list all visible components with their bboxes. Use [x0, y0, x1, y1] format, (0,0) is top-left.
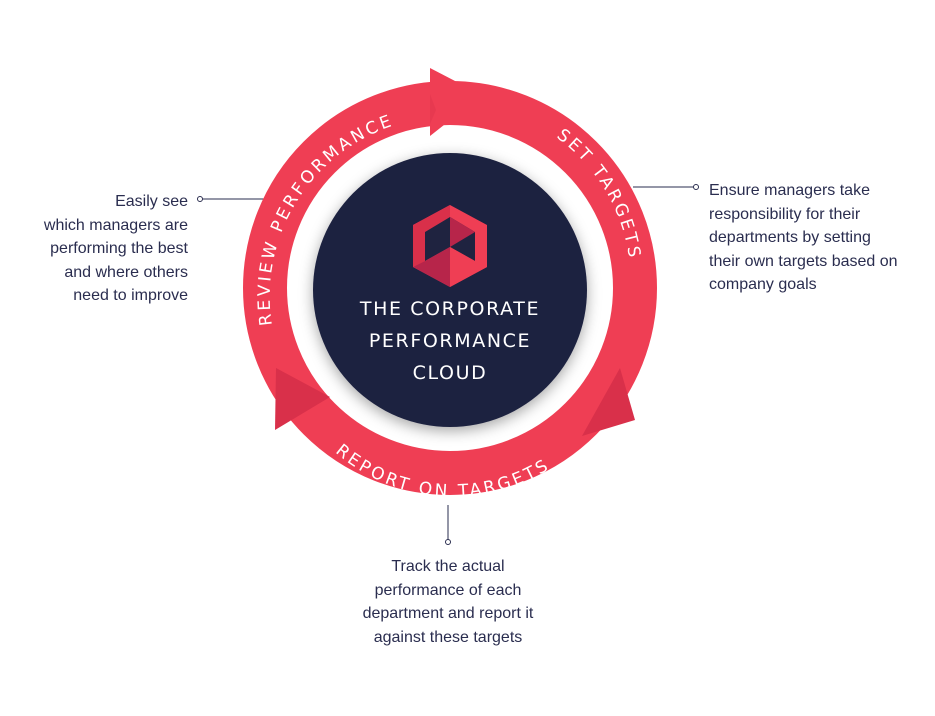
- connector-report-dot: [445, 539, 451, 545]
- report-description-line: performance of each: [374, 581, 522, 599]
- center-title-line-1: THE CORPORATE: [359, 298, 540, 320]
- review-description-line: and where others: [64, 263, 188, 281]
- review-description: Easily see which managers are performing…: [44, 190, 188, 308]
- set-description-line: company goals: [709, 276, 817, 293]
- cycle-ring: [243, 68, 657, 495]
- center-title-line-3: CLOUD: [413, 362, 488, 384]
- review-description-line: need to improve: [73, 287, 188, 304]
- report-description-line: against these targets: [373, 628, 523, 646]
- set-description-line: their own targets based on: [709, 252, 898, 270]
- arrow-notch-top: [430, 94, 436, 124]
- center-circle: [313, 153, 587, 427]
- set-description-line: Ensure managers take: [709, 182, 870, 199]
- connector-set-dot: [693, 184, 699, 190]
- report-description-line: Track the actual: [391, 558, 505, 575]
- set-targets-description: Ensure managers take responsibility for …: [709, 179, 898, 297]
- arrow-head-top: [430, 68, 482, 136]
- set-description-line: departments by setting: [709, 229, 871, 246]
- report-description: Track the actual performance of each dep…: [298, 555, 598, 649]
- cube-m-logo-icon: [413, 205, 487, 287]
- center-title-line-2: PERFORMANCE: [369, 330, 531, 352]
- arrow-head-left: [275, 368, 330, 430]
- review-description-line: which managers are: [43, 216, 188, 234]
- connector-lines: [197, 184, 699, 545]
- connector-review-dot: [197, 196, 203, 202]
- arrow-head-right: [582, 368, 635, 436]
- review-description-line: performing the best: [50, 240, 188, 257]
- set-description-line: responsibility for their: [709, 205, 861, 223]
- review-description-line: Easily see: [115, 193, 188, 210]
- report-description-line: department and report it: [362, 605, 534, 622]
